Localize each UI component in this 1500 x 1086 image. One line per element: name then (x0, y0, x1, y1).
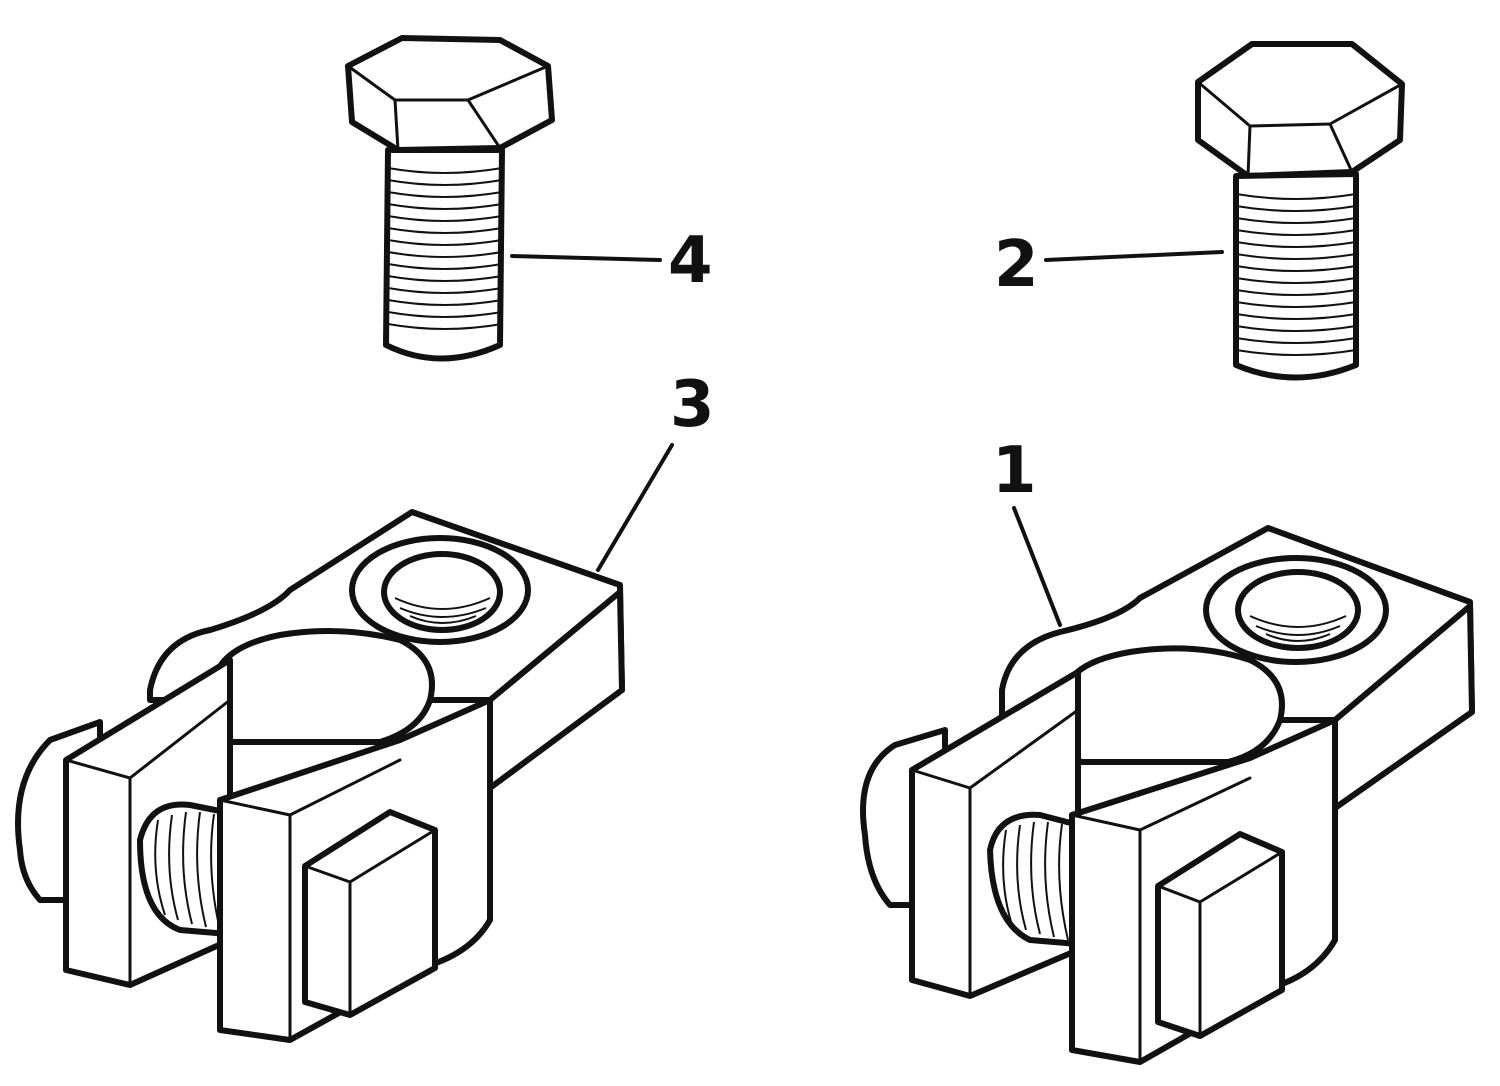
clamp-left-post-opening (210, 628, 435, 745)
clamp-right-cross-bolt (987, 811, 1093, 948)
callout-2: 2 (994, 228, 1039, 302)
callout-4: 4 (668, 224, 713, 298)
clamp-left-hole-threads (394, 597, 491, 624)
clamp-right-cross-bolt-threads (1002, 821, 1069, 941)
clamp-left-square-nut (302, 809, 438, 1018)
clamp-right-hole-threads (1249, 615, 1347, 642)
leader-line-4 (510, 254, 662, 262)
clamp-right-jaw-right-edges (1070, 776, 1252, 1064)
clamp-right-square-nut (1155, 831, 1285, 1039)
bolt-right-head (1195, 41, 1405, 179)
leader-line-2 (1044, 250, 1224, 262)
leader-line-3 (596, 443, 674, 572)
clamp-left (15, 509, 625, 1043)
bolt-right-threads (1235, 193, 1357, 356)
bolt-left-shank (383, 147, 505, 362)
bolt-left (345, 35, 555, 362)
clamp-left-square-nut-edges (303, 828, 437, 1017)
clamp-right-hole (1235, 569, 1361, 651)
clamp-right-jaw-left-edges (910, 708, 1080, 998)
leader-line-1 (1012, 506, 1062, 627)
clamp-right (860, 525, 1475, 1065)
clamp-left-jaw-left-edges (64, 698, 232, 987)
clamp-right-square-nut-edges (1156, 850, 1284, 1038)
bolt-left-threads (387, 167, 503, 330)
bolt-right (1195, 41, 1405, 381)
bolt-left-head-facets (346, 64, 550, 152)
bolt-right-shank (1233, 171, 1359, 381)
clamp-right-post-opening (1060, 645, 1285, 765)
bolt-right-head-facets (1196, 80, 1404, 178)
callout-1: 1 (992, 434, 1037, 508)
callout-3: 3 (670, 368, 715, 442)
bolt-left-head (345, 35, 555, 153)
clamp-left-hole (381, 551, 503, 633)
clamp-left-jaw-right-edges (218, 758, 402, 1042)
